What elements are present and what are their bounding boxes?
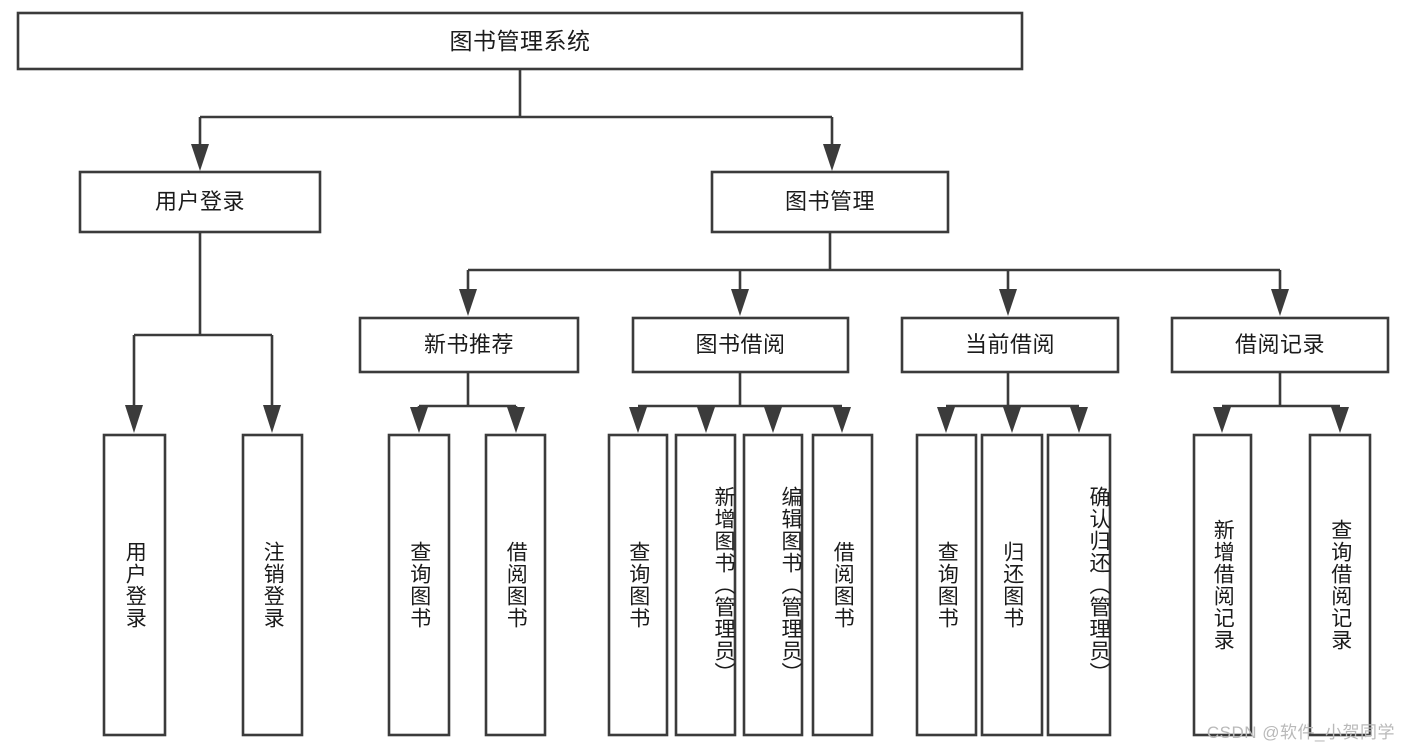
arrow-head-leaf-add-book bbox=[697, 407, 715, 433]
node-box-book-borrow[interactable] bbox=[631, 316, 850, 374]
node-box-book-management[interactable] bbox=[710, 170, 950, 234]
arrow-head-book-management bbox=[823, 144, 841, 171]
node-box-leaf-query-book-bb[interactable] bbox=[607, 433, 669, 737]
arrow-head-current-borrow bbox=[999, 289, 1017, 316]
node-box-leaf-add-book[interactable] bbox=[674, 433, 737, 737]
node-box-leaf-return-book[interactable] bbox=[980, 433, 1044, 737]
arrow-head-user-login bbox=[191, 144, 209, 171]
arrow-head-leaf-confirm-return bbox=[1070, 407, 1088, 433]
arrow-head-leaf-query-book-bb bbox=[629, 407, 647, 433]
node-box-leaf-query-borrow-record[interactable] bbox=[1308, 433, 1372, 737]
node-box-leaf-user-login[interactable] bbox=[102, 433, 167, 737]
node-box-new-book-recommend[interactable] bbox=[358, 316, 580, 374]
arrow-head-leaf-edit-book bbox=[764, 407, 782, 433]
watermark-label: CSDN @软件_小贺同学 bbox=[1206, 723, 1395, 742]
node-box-leaf-edit-book[interactable] bbox=[742, 433, 804, 737]
arrow-head-leaf-user-login bbox=[125, 405, 143, 433]
arrow-head-leaf-borrow-book-nbr bbox=[507, 407, 525, 433]
arrow-head-leaf-query-book-nbr bbox=[410, 407, 428, 433]
node-box-borrow-record[interactable] bbox=[1170, 316, 1390, 374]
node-box-leaf-confirm-return[interactable] bbox=[1046, 433, 1112, 737]
node-box-leaf-query-book-cb[interactable] bbox=[915, 433, 978, 737]
node-box-leaf-logout[interactable] bbox=[241, 433, 304, 737]
arrow-head-leaf-return-book bbox=[1003, 407, 1021, 433]
node-box-leaf-add-borrow-record[interactable] bbox=[1192, 433, 1253, 737]
node-box-root[interactable] bbox=[16, 11, 1024, 71]
arrow-head-leaf-logout bbox=[263, 405, 281, 433]
arrow-head-leaf-query-book-cb bbox=[937, 407, 955, 433]
node-box-leaf-borrow-book-nbr[interactable] bbox=[484, 433, 547, 737]
arrow-head-leaf-add-borrow-record bbox=[1213, 407, 1231, 433]
node-box-current-borrow[interactable] bbox=[900, 316, 1120, 374]
arrow-head-leaf-borrow-book-bb bbox=[833, 407, 851, 433]
node-box-leaf-borrow-book-bb[interactable] bbox=[811, 433, 874, 737]
arrow-head-new-book-recommend bbox=[459, 289, 477, 316]
arrow-head-book-borrow bbox=[731, 289, 749, 316]
node-box-leaf-query-book-nbr[interactable] bbox=[387, 433, 451, 737]
node-box-user-login[interactable] bbox=[78, 170, 322, 234]
arrow-head-borrow-record bbox=[1271, 289, 1289, 316]
arrow-head-leaf-query-borrow-record bbox=[1331, 407, 1349, 433]
